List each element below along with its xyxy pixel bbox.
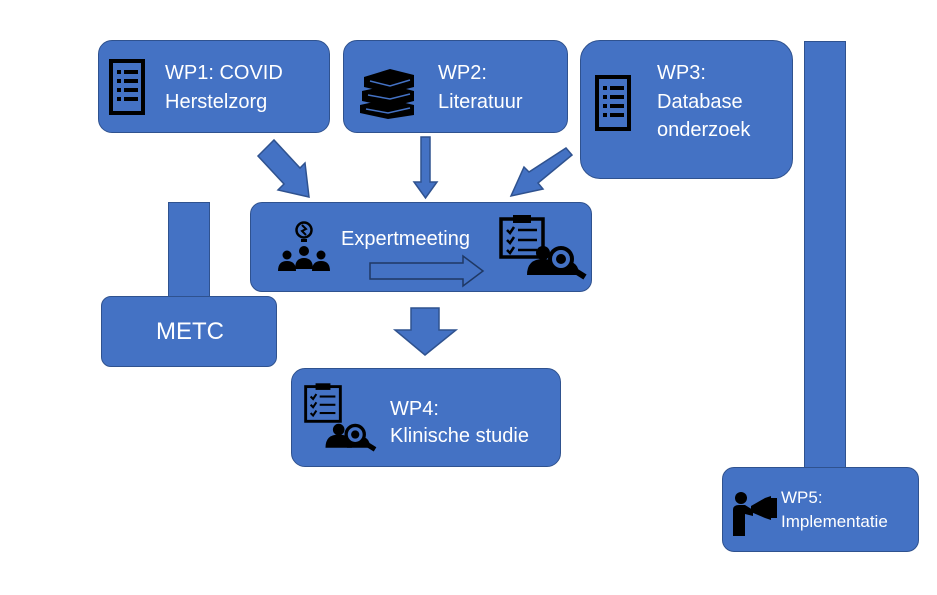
wp5-title: WP5: (781, 488, 823, 507)
wp5-box: WP5: Implementatie (722, 467, 919, 552)
wp4-box: WP4: Klinische studie (291, 368, 561, 467)
wp3-box: WP3: Database onderzoek (580, 40, 793, 179)
clipboard-review-icon (304, 383, 380, 458)
expertmeeting-box: Expertmeeting (250, 202, 592, 292)
megaphone-person-icon (731, 488, 781, 541)
arrow-wp1-to-expert (256, 138, 310, 198)
wp3-subtitle-2: onderzoek (657, 119, 751, 141)
wp2-subtitle: Literatuur (438, 91, 523, 113)
wp3-subtitle-1: Database (657, 91, 743, 113)
wp4-subtitle: Klinische studie (390, 425, 529, 447)
clipboard-review-icon (499, 215, 591, 282)
list-icon (595, 75, 631, 136)
wp1-subtitle: Herstelzorg (165, 91, 268, 113)
wp1-title: WP1: COVID (165, 62, 283, 84)
wp5-subtitle: Implementatie (781, 512, 888, 531)
arrow-wp2-to-expert (412, 136, 439, 200)
arrow-expert-to-wp4 (392, 307, 459, 356)
wp2-title: WP2: (438, 62, 487, 84)
wp4-title: WP4: (390, 398, 439, 420)
wp1-box: WP1: COVID Herstelzorg (98, 40, 330, 133)
arrow-wp3-to-expert (509, 147, 574, 198)
team-idea-icon (275, 221, 333, 278)
metc-connector-bar (168, 202, 210, 302)
list-icon (109, 59, 145, 120)
books-icon (356, 61, 418, 124)
wp5-connector-bar (804, 41, 846, 473)
expertmeeting-label: Expertmeeting (341, 228, 470, 250)
metc-label: METC (156, 318, 224, 345)
wp3-title: WP3: (657, 62, 706, 84)
process-arrow-icon (369, 254, 485, 288)
metc-box: METC (101, 296, 277, 367)
wp2-box: WP2: Literatuur (343, 40, 568, 133)
